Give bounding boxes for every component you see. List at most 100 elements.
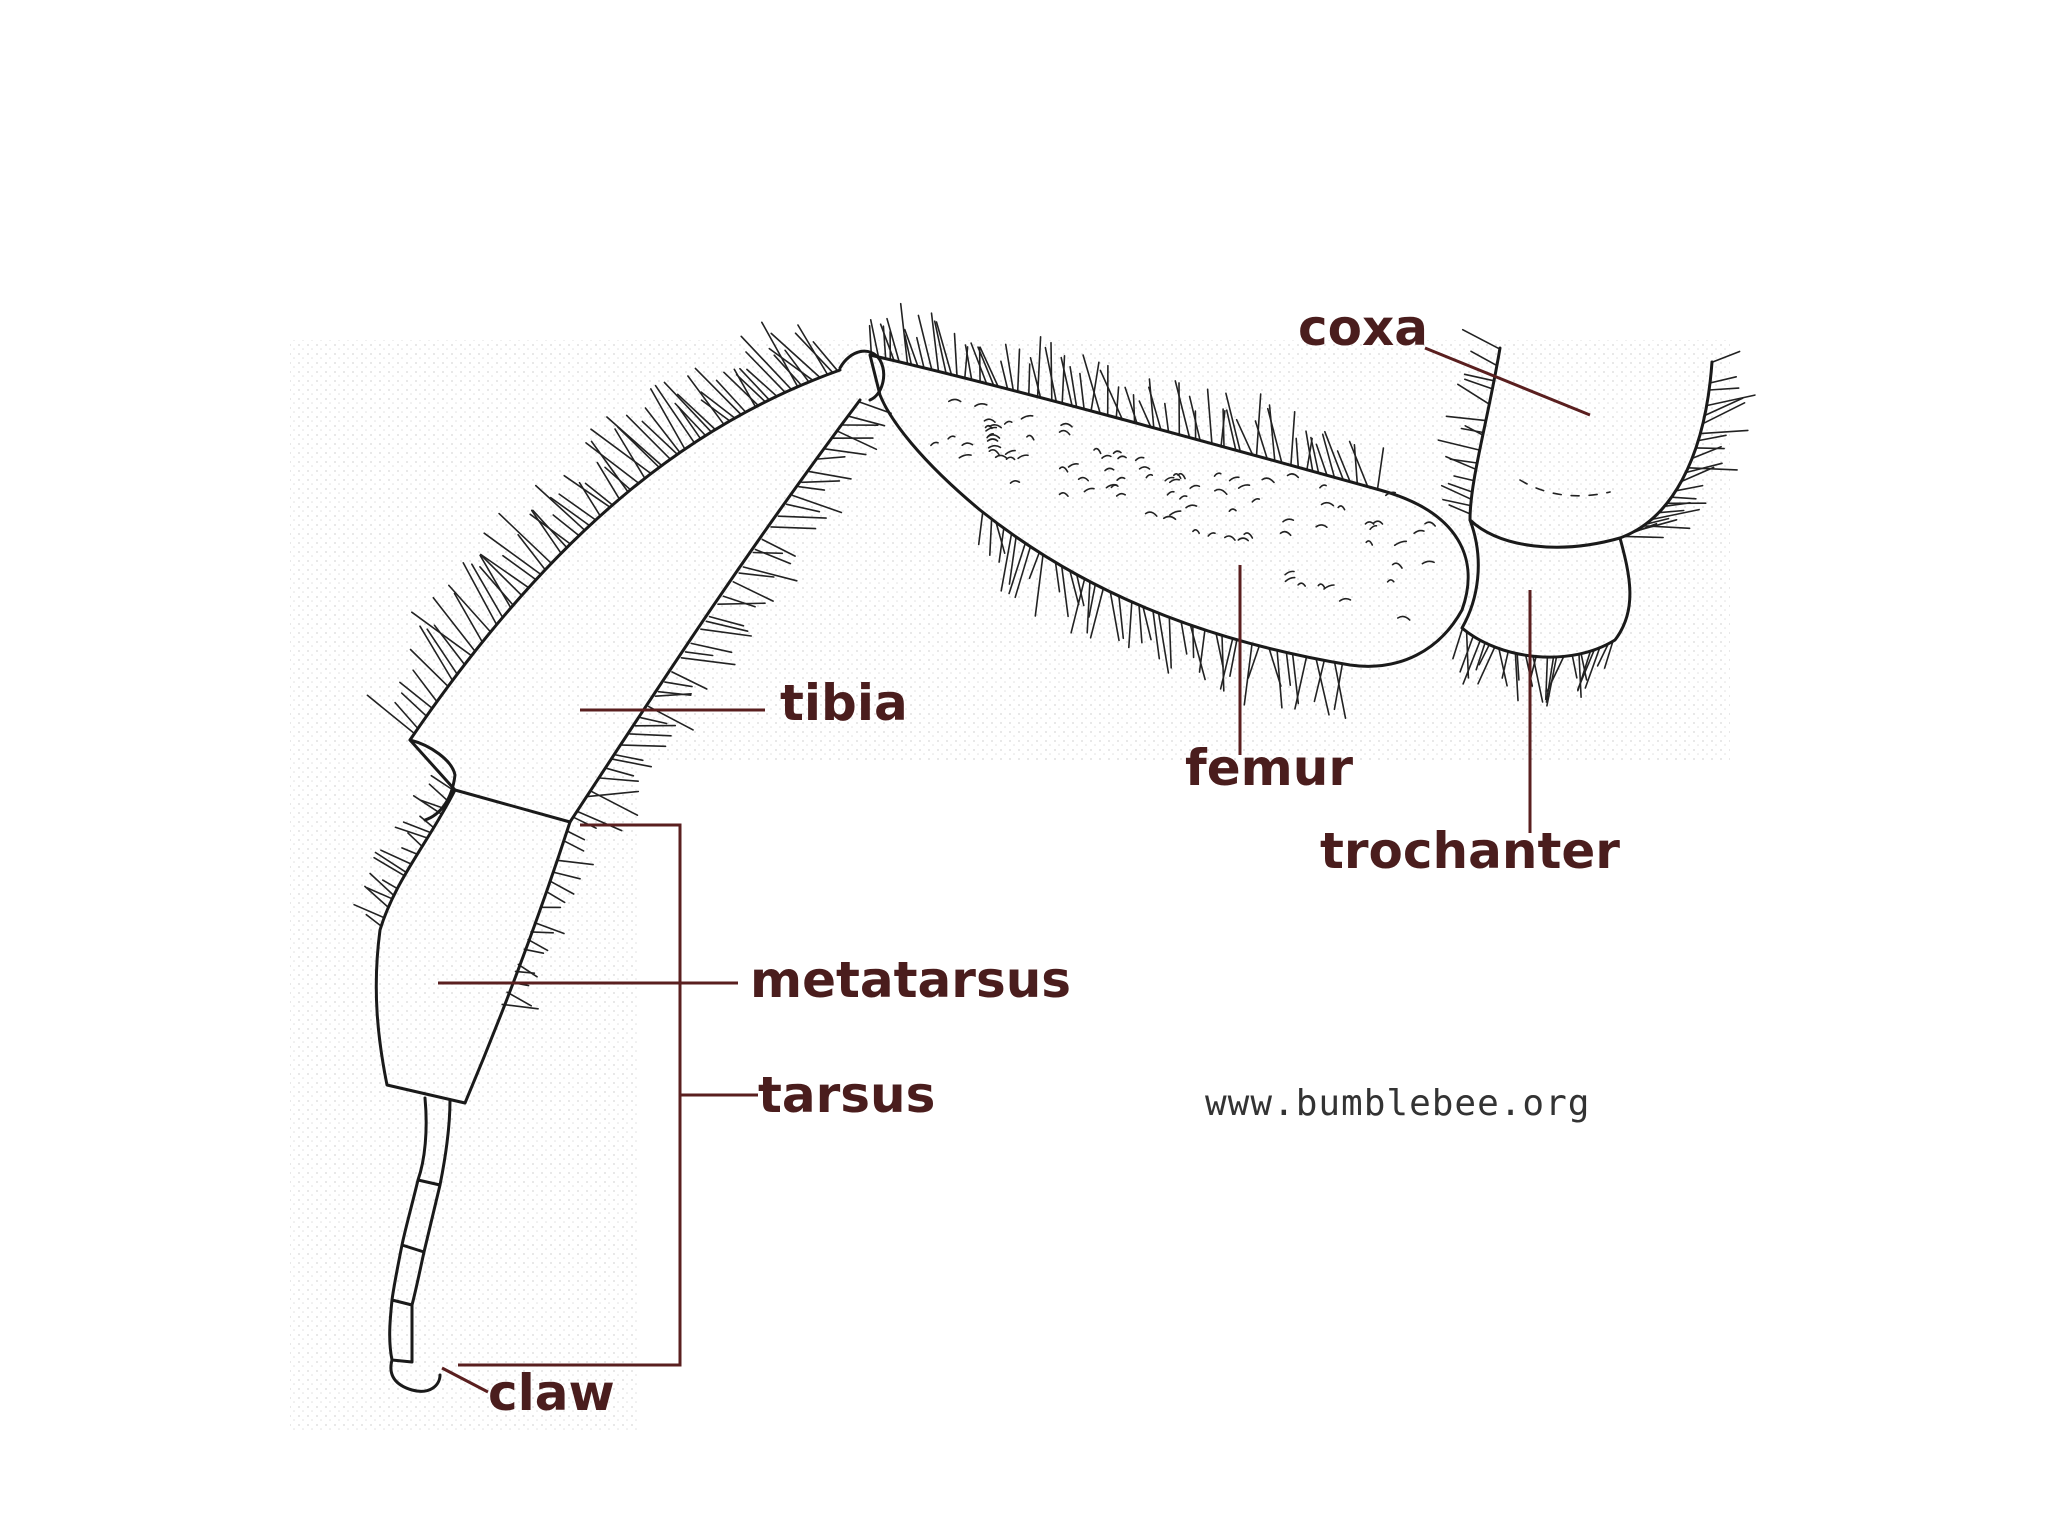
leg-hair <box>1315 443 1328 477</box>
leg-hair <box>1034 553 1044 617</box>
leg-hair <box>1088 583 1097 618</box>
leg-hair <box>479 554 512 609</box>
leg-hair <box>1206 388 1213 445</box>
leg-hair <box>399 681 434 710</box>
leg-hair <box>745 351 786 394</box>
leg-hair <box>680 656 736 666</box>
leg-hair <box>1580 652 1588 681</box>
leg-hair <box>614 754 644 762</box>
leg-hair <box>797 324 829 376</box>
femur-texture-mark <box>1101 454 1112 459</box>
leg-hair <box>1028 363 1031 396</box>
leg-hair <box>1680 466 1715 483</box>
leg-hair <box>1276 649 1283 709</box>
leg-hair <box>596 461 621 500</box>
leg-hair <box>1348 440 1369 488</box>
leg-hair <box>886 317 901 363</box>
leg-hair <box>715 379 747 413</box>
leg-hair <box>605 767 635 777</box>
leg-hair <box>988 518 993 557</box>
leg-hair <box>369 872 395 897</box>
leg-hair <box>432 596 476 653</box>
leg-hair <box>649 388 686 450</box>
leg-hair <box>586 790 640 798</box>
leg-hair <box>585 442 640 485</box>
leg-hair <box>1285 651 1292 687</box>
leg-hair <box>1000 360 1009 390</box>
leg-hair <box>690 642 733 654</box>
leg-hair <box>1148 386 1162 431</box>
leg-hair <box>545 890 566 904</box>
leg-hair <box>1596 642 1610 667</box>
leg-hair <box>768 347 814 382</box>
leg-hair <box>617 426 661 469</box>
leg-hair <box>639 716 668 725</box>
watermark-url: www.bumblebee.org <box>1205 1083 1590 1124</box>
leg-hair <box>1115 386 1120 419</box>
leg-hair <box>1711 350 1741 364</box>
leg-hair <box>1060 565 1069 618</box>
leg-hair <box>409 648 449 688</box>
leg-hair <box>1219 637 1234 690</box>
claw-leader <box>441 1366 489 1394</box>
leg-hair <box>1054 561 1061 593</box>
leg-hair <box>1192 625 1195 659</box>
leg-hair <box>1152 610 1161 660</box>
femur-texture-mark <box>1385 491 1397 497</box>
leg-hair <box>1623 535 1664 539</box>
leg-hair <box>708 615 745 627</box>
femur-texture-mark <box>1261 477 1275 484</box>
leg-hair <box>1685 462 1723 474</box>
leg-hair <box>1546 655 1565 692</box>
leg-hair <box>700 391 736 419</box>
leg-hair <box>732 580 774 602</box>
femur-texture-mark <box>1413 529 1425 535</box>
leg-hair <box>453 592 484 643</box>
femur-texture-mark <box>1009 480 1021 484</box>
leg-hair <box>1477 646 1496 685</box>
leg-hair <box>1461 328 1501 350</box>
leg-hairs <box>353 302 1756 1010</box>
leg-hair <box>1070 578 1086 634</box>
leg-hair <box>365 913 383 927</box>
leg-hair <box>717 602 766 606</box>
leg-hair <box>1687 466 1738 471</box>
femur-texture-mark <box>994 454 1008 459</box>
leg-hair <box>549 496 591 527</box>
leg-hair <box>1000 532 1013 592</box>
leg-hair <box>606 416 663 467</box>
leg-hair <box>1478 643 1491 666</box>
leg-hair <box>401 847 419 856</box>
leg-hair <box>801 480 841 484</box>
leg-hair <box>1267 407 1283 464</box>
leg-hair <box>1459 635 1474 673</box>
leg-hair <box>1376 447 1385 491</box>
stipple-clear-area <box>640 760 1740 1440</box>
femur-texture-mark <box>1134 456 1145 462</box>
femur-texture-mark <box>1228 508 1237 512</box>
leg-hair <box>1315 657 1330 716</box>
leg-hair <box>754 548 792 565</box>
femur-texture-mark <box>1169 478 1181 484</box>
femur-texture <box>930 398 1436 621</box>
leg-hair <box>479 565 514 606</box>
leg-hair <box>812 341 839 372</box>
leg-hair <box>498 512 553 565</box>
leg-hair <box>462 561 498 626</box>
femur-texture-mark <box>974 403 988 407</box>
femur-texture-mark <box>1017 454 1029 460</box>
leg-hair <box>1255 393 1262 457</box>
leg-hair <box>1225 409 1237 452</box>
femur-texture-mark <box>1337 505 1346 511</box>
femur-texture-mark <box>987 434 1001 439</box>
leg-hair <box>1571 654 1578 679</box>
leg-hair <box>735 373 767 403</box>
leg-hair <box>578 481 602 517</box>
leg-hair <box>1709 375 1737 384</box>
leg-hair <box>917 314 933 371</box>
leg-hair <box>935 321 953 376</box>
leg-hair <box>770 332 821 379</box>
leg-hair <box>785 503 821 513</box>
leg-hair <box>761 538 796 557</box>
femur-texture-mark <box>1284 576 1296 583</box>
